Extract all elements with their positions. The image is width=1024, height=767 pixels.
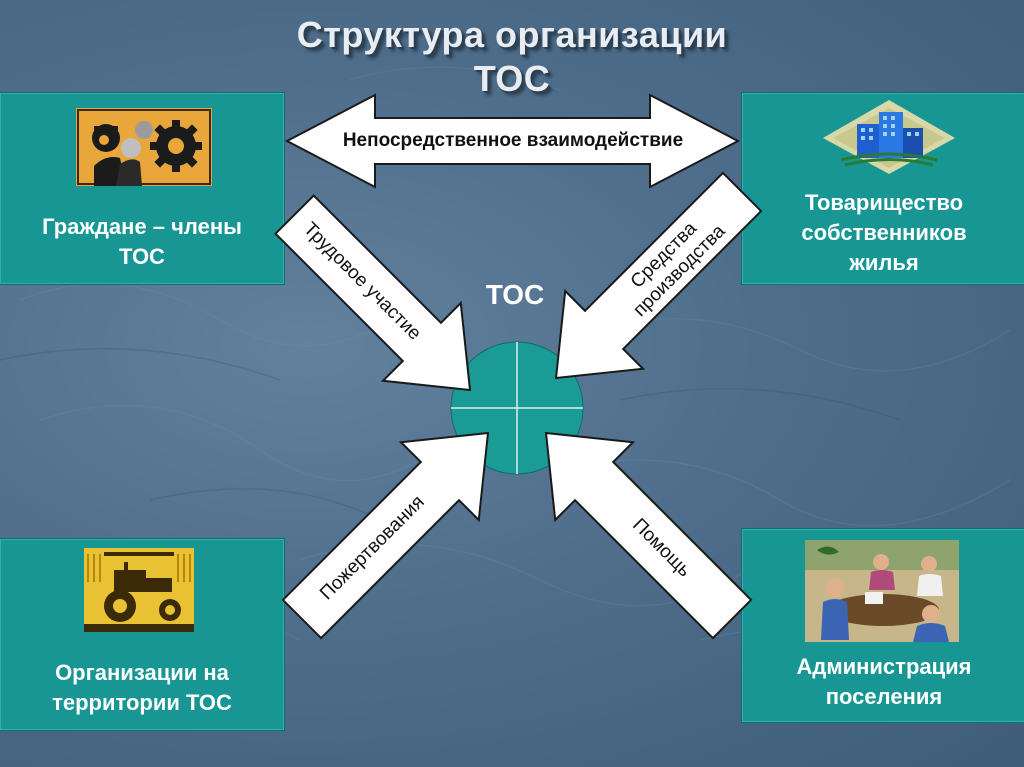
means-arrow: Средства производства (554, 171, 763, 380)
labor-label: Трудовое участие (299, 218, 425, 344)
administration-box: Администрация поселения (742, 529, 1024, 722)
homeowners-box: Товарищество собственников жилья (742, 93, 1024, 284)
tractor-icon (84, 548, 194, 632)
homeowners-label: Товарищество собственников жилья (801, 190, 967, 275)
organizations-box: Организации на территории ТОС (0, 539, 284, 730)
citizens-box: Граждане – члены ТОС (0, 93, 284, 284)
direct-interaction-arrow: Непосредственное взаимодействие (284, 93, 741, 189)
workers-gears-icon (76, 108, 212, 186)
buildings-icon (821, 98, 957, 176)
donations-arrow: Пожертвования (281, 431, 490, 640)
meeting-people-icon (805, 540, 959, 642)
direct-interaction-label: Непосредственное взаимодействие (343, 130, 683, 151)
administration-label: Администрация поселения (796, 654, 972, 709)
title-line-1: Структура организации (296, 14, 728, 55)
title-line-2: ТОС (473, 58, 551, 99)
citizens-label: Граждане – члены ТОС (42, 214, 242, 269)
organizations-label: Организации на территории ТОС (52, 660, 232, 715)
labor-arrow: Трудовое участие (274, 194, 472, 392)
center-label: ТОС (486, 279, 544, 310)
help-arrow: Помощь (544, 431, 753, 640)
page-title: Структура организации ТОС (0, 14, 1024, 100)
